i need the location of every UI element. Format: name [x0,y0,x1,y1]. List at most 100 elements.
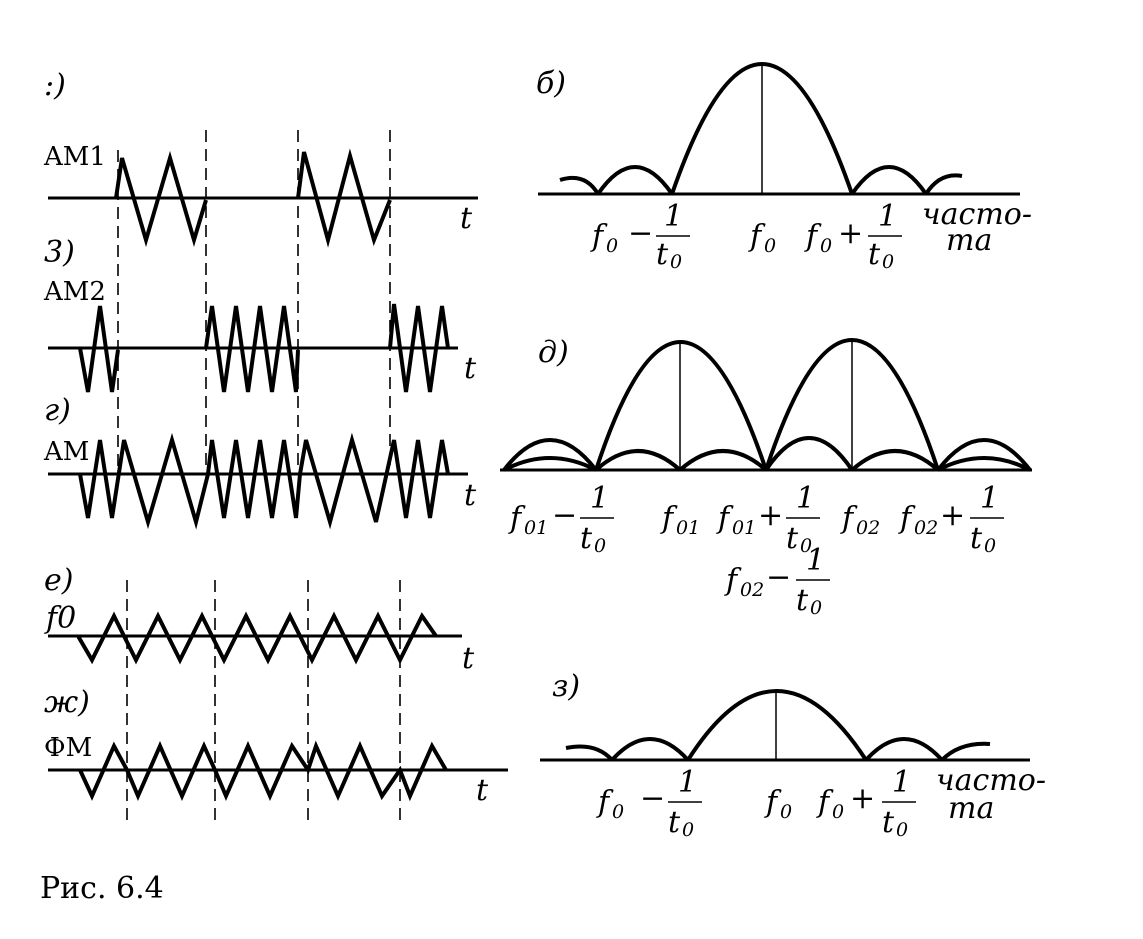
z-frac-den: t [668,805,681,840]
waveform-f0: е) f0 t [44,563,475,676]
d-b-den-sub: 0 [810,597,822,619]
z-frac-den-sub: 0 [682,819,694,841]
spectrum-d-tick-labels: f 01 − 1 t 0 f 01 f 01 + 1 t 0 f 02 f 02… [508,481,1004,619]
spectrum-d-side-lobe-1b [594,449,682,472]
time-label-1: t [460,201,473,236]
d-l1-den: t [580,521,593,556]
spectrum-d-side-lobe-1c [678,449,768,472]
signal-label-am1: AM1 [43,142,106,172]
waveform-am: г) AM t [43,393,477,530]
f0-carrier-wave [76,611,438,665]
panel-label-3: г) [44,393,71,428]
spectrum-b-tail-left [559,175,600,196]
waveform-am1: :) AM1 t [43,68,478,248]
z-rfrac-num: 1 [892,765,911,800]
z-right-op: + [850,781,875,816]
spectrum-d-side-lobe-1a [502,438,598,472]
d-b-den: t [796,583,809,618]
panel-label-4: е) [44,563,73,598]
d-c2-sub: 02 [856,517,880,539]
d-r-den: t [970,521,983,556]
time-label-4: t [462,641,475,676]
spectrum-z-tick-labels: f 0 − 1 t 0 f 0 f 0 + 1 t 0 часто- та [596,763,1046,841]
d-m-den-sub: 0 [800,535,812,557]
spectrum-d-side-lobe-2a [764,436,854,472]
b-left-op: − [628,216,653,251]
b-frac-den-sub: 0 [670,251,682,273]
d-l1-den-sub: 0 [594,535,606,557]
time-label-3: t [464,478,477,513]
time-label-2: t [464,351,477,386]
d-b-sub: 02 [740,579,764,601]
d-l1-sub: 01 [524,517,548,539]
b-left-sub: 0 [606,235,618,257]
z-rfrac-den-sub: 0 [896,819,908,841]
spectrum-d-main-lobe-2 [764,338,940,471]
d-r-num: 1 [980,481,999,516]
d-b-op: − [766,560,791,595]
am2-burst-1 [78,305,120,393]
z-axis-label-1: часто- [936,763,1046,798]
spectrum-d-main-lobe-1 [594,340,768,471]
spectrum-d-side-lobe-2c [850,449,940,472]
spectrum-b-side-lobe-left [596,165,674,196]
b-rfrac-den-sub: 0 [882,251,894,273]
b-frac-den: t [656,237,669,272]
b-axis-label-1: часто- [922,197,1032,232]
fm-wave [78,740,448,802]
signal-label-am2: AM2 [43,277,106,307]
spectrum-z-tail-left [565,744,614,762]
waveform-fm: ж) ФМ t [44,685,508,808]
z-frac-num: 1 [678,765,697,800]
z-center-sub: 0 [780,801,792,823]
d-m-op: + [758,498,783,533]
spectrum-z-main-lobe [686,689,868,762]
spectrum-d-side-lobe-1d [503,456,597,472]
spectrum-z: з) f 0 − 1 t 0 f 0 f 0 + 1 t 0 часто- та [540,669,1046,841]
d-m-sub: 01 [732,517,756,539]
am1-burst-1 [114,150,208,248]
z-left-sub: 0 [612,801,624,823]
d-c1-sub: 01 [676,517,700,539]
spectrum-b-tail-right [924,173,963,196]
b-right-sub: 0 [820,235,832,257]
signal-label-am: AM [43,437,89,467]
panel-label-5: ж) [44,685,90,720]
d-l1-op: − [552,498,577,533]
spectrum-b: б) f 0 − 1 t 0 f 0 f 0 + 1 t 0 часто- та [536,62,1032,273]
b-rfrac-den: t [868,237,881,272]
z-axis-label-2: та [948,791,994,826]
spectrum-z-side-lobe-left [610,737,690,762]
z-right-sub: 0 [832,801,844,823]
spectrum-z-tail-right [940,741,991,762]
signal-label-f0: f0 [44,601,76,636]
d-r-op: + [940,498,965,533]
spectrum-d-side-lobe-2b [936,438,1032,472]
d-r-sub: 02 [914,517,938,539]
am2-burst-2 [204,305,300,393]
spectrum-d-side-lobe-2d [937,456,1031,472]
b-rfrac-num: 1 [878,199,897,234]
am-sum-wave [78,432,450,530]
spectrum-z-label: з) [552,669,580,704]
d-m-num: 1 [796,481,815,516]
figure-caption: Рис. 6.4 [40,871,164,906]
spectrum-b-label: б) [536,66,566,101]
d-l1-num: 1 [590,481,609,516]
b-center-sub: 0 [764,235,776,257]
spectrum-b-main-lobe [670,62,854,195]
am1-burst-2 [296,148,392,248]
z-rfrac-den: t [882,805,895,840]
am2-burst-3 [388,303,450,393]
spectrum-d: д) f 01 − 1 t 0 f 01 f 01 + 1 t [500,335,1032,619]
d-r-den-sub: 0 [984,535,996,557]
panel-label-2: 3) [44,235,75,270]
b-frac-num: 1 [664,199,683,234]
b-axis-label-2: та [946,223,992,258]
z-left-op: − [640,781,665,816]
signal-label-fm: ФМ [44,733,92,763]
spectrum-b-side-lobe-right [850,165,928,196]
d-b-num: 1 [806,543,825,578]
timing-dashed-lines [117,130,401,820]
